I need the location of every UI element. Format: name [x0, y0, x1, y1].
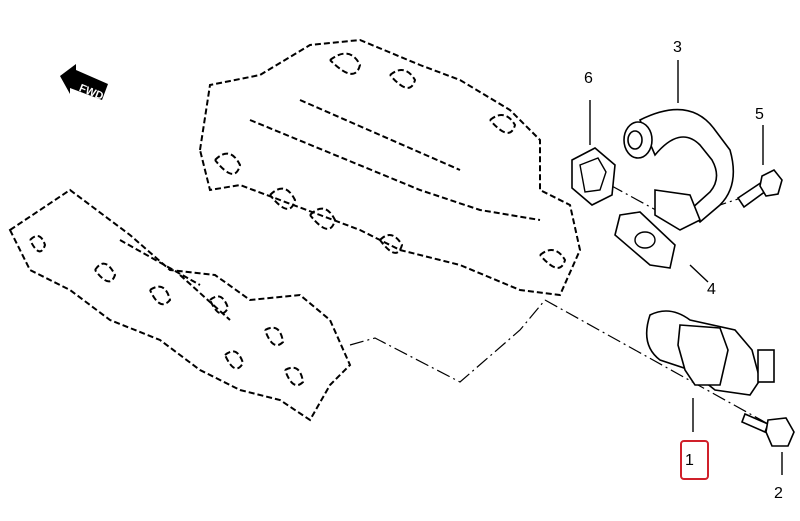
part-5-bolt [736, 125, 783, 209]
callout-5[interactable]: 5 [755, 106, 764, 123]
callout-6[interactable]: 6 [584, 70, 593, 87]
exhaust-manifold-outline [8, 188, 352, 422]
part-4-gasket [614, 211, 709, 283]
part-1-egr-valve [645, 310, 775, 432]
part-6-adapter [571, 100, 616, 206]
assembly-center-lines [349, 184, 771, 426]
highlighted-callout-box [680, 440, 709, 480]
callout-4[interactable]: 4 [707, 281, 716, 298]
callout-3[interactable]: 3 [673, 39, 682, 56]
intake-manifold-outline [198, 38, 582, 297]
part-2-bolt [740, 412, 795, 475]
part-3-egr-pipe [623, 60, 735, 231]
callout-1[interactable]: 1 [685, 452, 694, 469]
fwd-arrow-icon: FWD [60, 64, 108, 103]
callout-2[interactable]: 2 [774, 485, 783, 502]
